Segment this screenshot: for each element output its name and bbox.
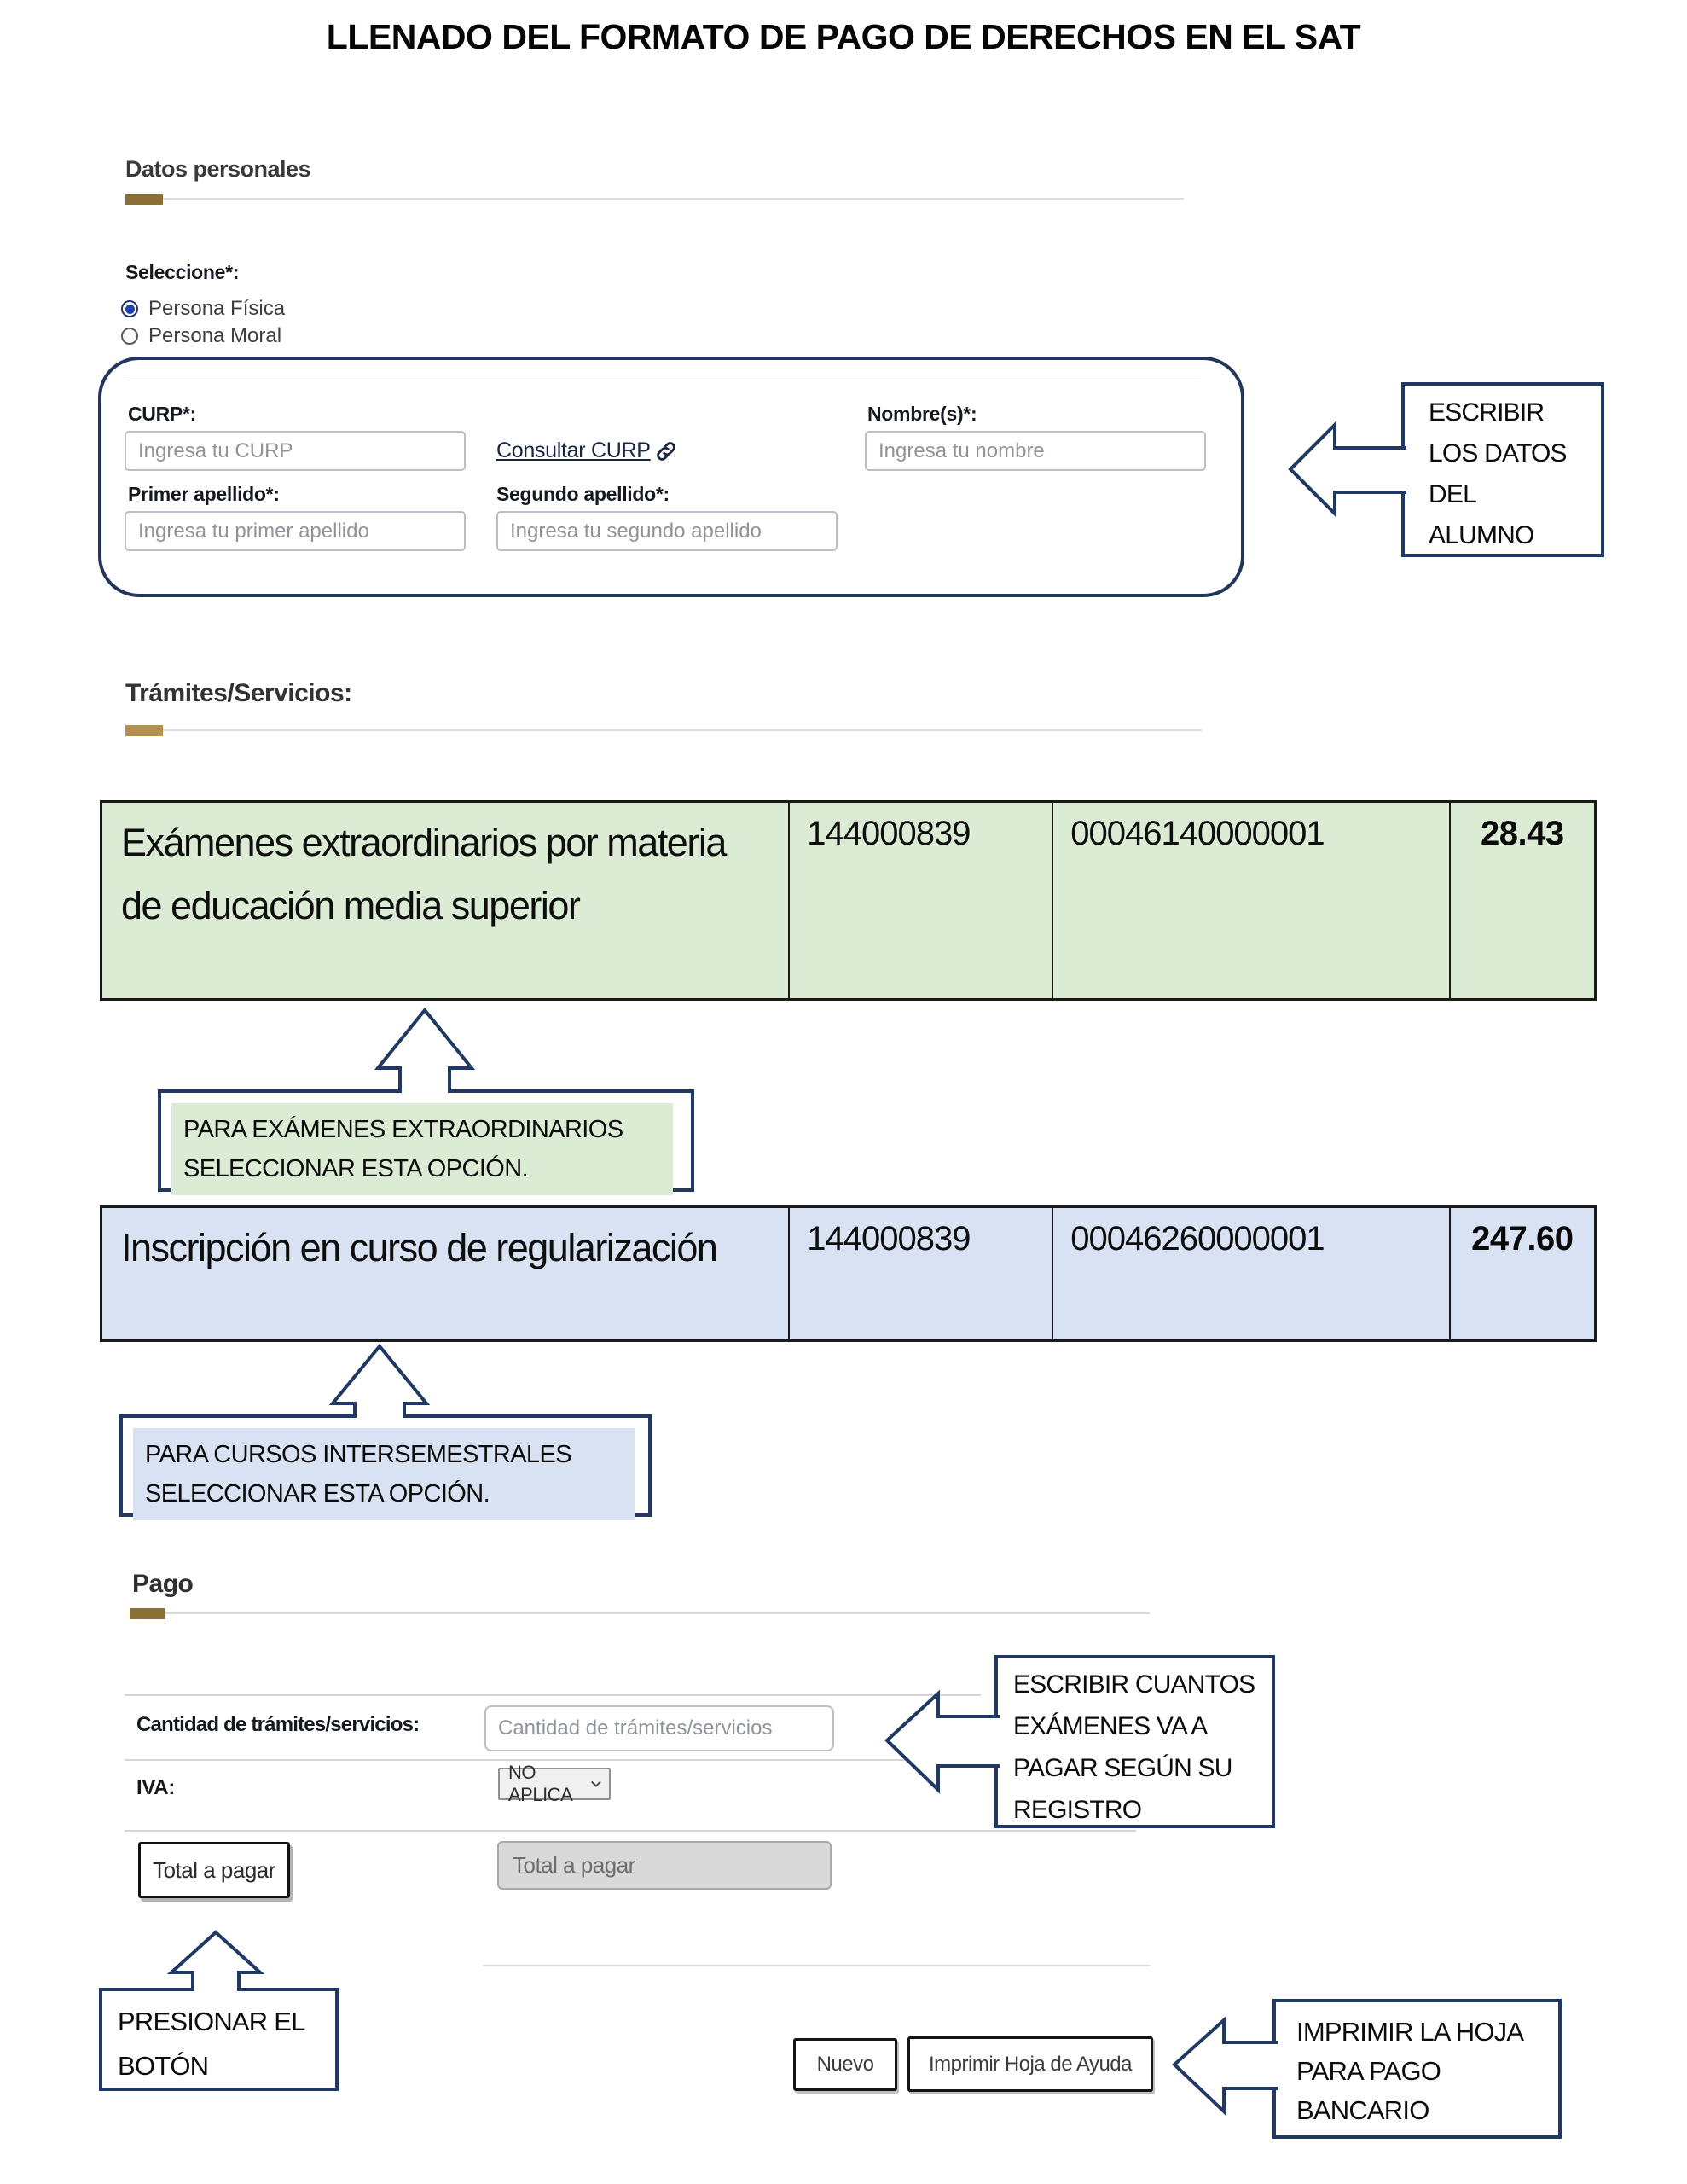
divider	[130, 1612, 1150, 1614]
consultar-curp-link[interactable]: Consultar CURP	[496, 439, 678, 463]
link-icon	[656, 441, 675, 461]
service-description: Inscripción en curso de regularización	[102, 1208, 791, 1339]
divider	[125, 198, 1184, 200]
section-heading-tramites: Trámites/Servicios:	[125, 679, 352, 707]
nombre-input[interactable]	[865, 431, 1206, 471]
callout-cantidad: ESCRIBIR CUANTOS EXÁMENES VA A PAGAR SEG…	[994, 1655, 1275, 1828]
imprimir-hoja-button[interactable]: Imprimir Hoja de Ayuda	[907, 2036, 1153, 2092]
section-heading-pago: Pago	[132, 1570, 194, 1598]
divider	[125, 729, 1202, 731]
divider-accent	[130, 1608, 165, 1619]
callout-line: PRESIONAR EL	[118, 2007, 305, 2036]
callout-highlight-text: PARA EXÁMENES EXTRAORDINARIOS SELECCIONA…	[171, 1103, 673, 1195]
callout-line: ESCRIBIR CUANTOS	[1013, 1670, 1255, 1699]
left-arrow-icon	[884, 1689, 1000, 1794]
up-arrow-icon	[166, 1930, 265, 1991]
cantidad-input[interactable]	[484, 1705, 834, 1751]
iva-select[interactable]: NO APLICA	[498, 1762, 611, 1805]
callout-cursos: PARA CURSOS INTERSEMESTRALES SELECCIONAR…	[119, 1414, 652, 1520]
callout-line: IMPRIMIR LA HOJA	[1296, 2017, 1524, 2047]
radio-label: Persona Moral	[148, 324, 282, 347]
callout-line: PARA PAGO	[1296, 2056, 1441, 2086]
left-arrow-icon	[1288, 421, 1406, 518]
callout-line: EXÁMENES VA A	[1013, 1712, 1208, 1740]
row-separator	[125, 1694, 981, 1696]
total-a-pagar-button[interactable]: Total a pagar	[138, 1842, 290, 1898]
service-referencia: 00046260000001	[1053, 1208, 1451, 1339]
callout-line: BANCARIO	[1296, 2095, 1429, 2125]
callout-line: ALUMNO	[1429, 521, 1534, 549]
callout-examenes: PARA EXÁMENES EXTRAORDINARIOS SELECCIONA…	[158, 1089, 694, 1195]
callout-line: REGISTRO	[1013, 1796, 1142, 1824]
callout-line: PAGAR SEGÚN SU	[1013, 1754, 1232, 1782]
divider-accent	[125, 194, 163, 205]
total-a-pagar-field: Total a pagar	[497, 1841, 832, 1890]
personal-data-panel	[98, 357, 1244, 597]
radio-unselected-icon[interactable]	[121, 328, 138, 345]
seleccione-label: Seleccione*:	[125, 261, 240, 283]
radio-selected-icon[interactable]	[121, 300, 138, 317]
left-arrow-icon	[1172, 2016, 1278, 2116]
up-arrow-icon	[328, 1343, 431, 1418]
nombre-label: Nombre(s)*:	[867, 403, 977, 425]
section-heading-datos-personales: Datos personales	[125, 156, 311, 182]
cantidad-label: Cantidad de trámites/servicios:	[136, 1713, 420, 1736]
chevron-down-icon	[591, 1780, 601, 1787]
up-arrow-icon	[374, 1007, 476, 1093]
callout-highlight-text: PARA CURSOS INTERSEMESTRALES SELECCIONAR…	[133, 1428, 635, 1520]
callout-presionar: PRESIONAR EL BOTÓN	[99, 1988, 339, 2091]
service-row-cursos[interactable]: Inscripción en curso de regularización 1…	[100, 1205, 1597, 1342]
row-separator	[125, 1759, 974, 1761]
iva-value: NO APLICA	[508, 1762, 573, 1805]
segundo-apellido-input[interactable]	[496, 511, 838, 551]
service-importe: 28.43	[1481, 815, 1564, 852]
service-clave: 144000839	[790, 803, 1054, 998]
segundo-apellido-label: Segundo apellido*:	[496, 483, 670, 505]
divider-accent	[125, 725, 163, 736]
service-referencia: 00046140000001	[1053, 803, 1451, 998]
service-clave: 144000839	[790, 1208, 1054, 1339]
footer-separator	[483, 1965, 1151, 1966]
primer-apellido-label: Primer apellido*:	[128, 483, 280, 505]
callout-line: LOS DATOS	[1429, 439, 1568, 468]
curp-label: CURP*:	[128, 403, 196, 425]
radio-label: Persona Física	[148, 297, 286, 320]
primer-apellido-input[interactable]	[125, 511, 466, 551]
service-row-examenes[interactable]: Exámenes extraordinarios por materia de …	[100, 800, 1597, 1001]
iva-label: IVA:	[136, 1776, 176, 1799]
consultar-curp-label: Consultar CURP	[496, 439, 651, 462]
curp-input[interactable]	[125, 431, 466, 471]
service-importe: 247.60	[1471, 1220, 1574, 1258]
nuevo-button[interactable]: Nuevo	[793, 2038, 897, 2091]
row-separator	[125, 1830, 1136, 1832]
callout-line: DEL	[1429, 480, 1477, 508]
service-description: Exámenes extraordinarios por materia de …	[102, 803, 791, 998]
callout-imprimir: IMPRIMIR LA HOJA PARA PAGO BANCARIO	[1272, 1999, 1562, 2139]
callout-datos-alumno: ESCRIBIR LOS DATOS DEL ALUMNO	[1401, 382, 1604, 557]
callout-line: ESCRIBIR	[1429, 398, 1545, 427]
page-title: LLENADO DEL FORMATO DE PAGO DE DERECHOS …	[326, 17, 1361, 56]
radio-persona-fisica[interactable]: Persona Física	[121, 297, 285, 321]
radio-persona-moral[interactable]: Persona Moral	[121, 324, 281, 348]
callout-line: BOTÓN	[118, 2051, 209, 2081]
